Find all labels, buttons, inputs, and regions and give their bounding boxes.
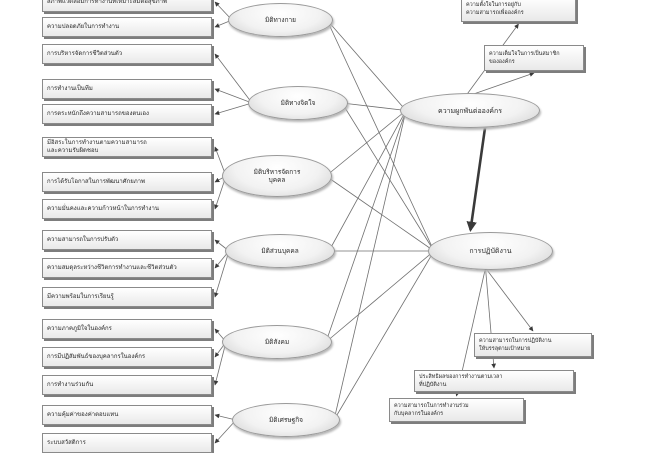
indicator-arrow: [213, 250, 230, 298]
factor-to-outcome-arrow: [341, 102, 435, 252]
indicator-box: ระบบสวัสดิการ: [42, 433, 212, 453]
indicator-arrow: [213, 341, 227, 386]
indicator-box: ความสมดุลระหว่างชีวิตการทำงานและชีวิตส่ว…: [42, 258, 212, 278]
factor-to-outcome-arrow: [326, 19, 435, 252]
outcome-indicator-box: ความตั้งใจในการอยู่กับ ความสามารถเพื่ออง…: [461, 0, 576, 22]
indicator-arrow: [214, 53, 253, 104]
factor-to-outcome-arrow: [341, 102, 407, 113]
outcome-indicator-arrow: [485, 267, 534, 332]
indicator-box: การทำงานเป็นทีม: [42, 79, 212, 99]
factor-node-f3: มิติบริหารจัดการ บุคคล: [222, 155, 332, 197]
factor-node-f6: มิติเศรษฐกิจ: [232, 403, 340, 437]
indicator-box: การมีปฏิสัมพันธ์ของบุคลากรในองค์กร: [42, 347, 212, 367]
outcome-node-o1: ความผูกพันต่อองค์กร: [400, 93, 540, 128]
outcome-node-o2: การปฏิบัติงาน: [428, 232, 553, 270]
indicator-box: การบริหารจัดการชีวิตส่วนตัว: [42, 44, 212, 64]
factor-to-outcome-arrow: [328, 110, 407, 252]
indicator-box: มีอิสระในการทำงานตามความสามารถ และความรั…: [42, 137, 212, 157]
indicator-box: มีความพร้อมในการเรียนรู้: [42, 287, 212, 307]
indicator-box: การได้รับโอกาสในการพัฒนาศักยภาพ: [42, 172, 212, 192]
outcome-indicator-box: ความสามารถในการทำงานร่วม กับบุคลากรในองค…: [389, 398, 524, 422]
indicator-box: สภาพแวดล้อมการทำงานที่เหมาะสมต่อสุขภาพ: [42, 0, 212, 12]
indicator-arrow: [214, 102, 253, 116]
factor-node-f4: มิติส่วนบุคคล: [225, 234, 335, 268]
outcome-indicator-box: ความสามารถในการปฏิบัติงาน ให้บรรลุตามเป้…: [474, 333, 592, 357]
indicator-arrow: [214, 88, 253, 104]
factor-to-outcome-arrow: [333, 110, 408, 421]
outcome-indicator-box: ประสิทธิผลของการทำงานตามเวลา ที่ปฏิบัติง…: [414, 370, 574, 392]
indicator-box: ความภาคภูมิใจในองค์กร: [42, 319, 212, 339]
outcome-indicator-box: ความเต็มใจในการเป็นสมาชิก ขององค์กร: [484, 45, 584, 71]
indicator-box: การตระหนักถึงความสามารถของตนเอง: [42, 104, 212, 124]
factor-to-outcome-arrow: [326, 19, 407, 111]
indicator-box: การทำงานร่วมกัน: [42, 375, 212, 395]
factor-to-outcome-arrow: [325, 110, 407, 177]
indicator-box: ความมั่นคงและความก้าวหน้าในการทำงาน: [42, 199, 212, 219]
factor-node-f2: มิติทางจิตใจ: [248, 86, 348, 120]
factor-node-f5: มิติสังคม: [222, 325, 332, 359]
factor-to-outcome-arrow: [325, 175, 435, 252]
factor-node-f1: มิติทางกาย: [228, 3, 333, 37]
indicator-box: ความคุ้มค่าของค่าตอบแทน: [42, 405, 212, 425]
factor-to-outcome-arrow: [325, 110, 407, 343]
indicator-box: ความปลอดภัยในการทำงาน: [42, 17, 212, 37]
indicator-box: ความสามารถในการปรับตัว: [42, 230, 212, 250]
factor-to-outcome-arrow: [333, 250, 435, 421]
outcome-link-arrow: [466, 127, 487, 233]
factor-to-outcome-arrow: [325, 250, 435, 343]
